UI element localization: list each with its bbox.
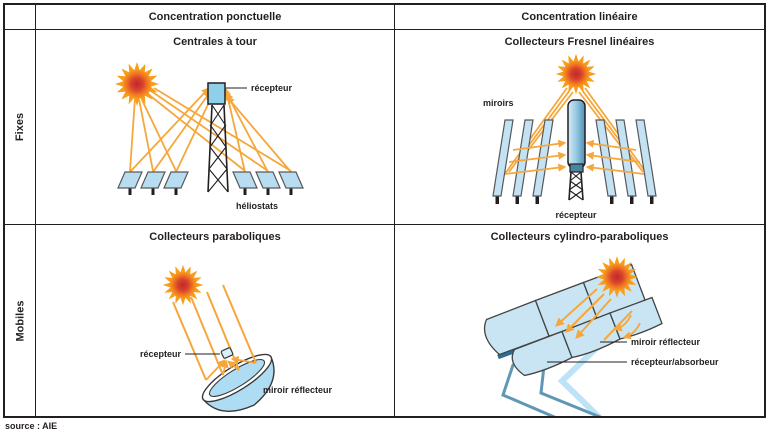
row-header-label: Fixes bbox=[13, 112, 26, 142]
parabolic-dish bbox=[201, 353, 275, 412]
cell-title: Collecteurs cylindro-paraboliques bbox=[490, 231, 669, 243]
receiver-box bbox=[207, 82, 226, 105]
receiver-label: récepteur bbox=[140, 349, 182, 359]
source-caption: source : AIE bbox=[5, 421, 58, 431]
sun-icon bbox=[596, 256, 638, 298]
sun-icon bbox=[162, 264, 204, 306]
reflected-rays bbox=[504, 139, 645, 175]
column-header-lineaire: Concentration linéaire bbox=[395, 5, 764, 29]
cell-centrales-a-tour: Centrales à tour bbox=[36, 30, 394, 224]
parabolic-dish-diagram: récepteur miroir réflecteur bbox=[140, 264, 333, 412]
receiver-label: récepteur bbox=[555, 210, 597, 220]
receiver-label: récepteur bbox=[251, 83, 293, 93]
reflected-rays bbox=[129, 87, 292, 173]
heliostats bbox=[117, 171, 304, 196]
divider-rowheader bbox=[35, 5, 36, 416]
column-header-label: Concentration ponctuelle bbox=[148, 11, 282, 23]
fresnel-diagram: miroirs récepteur bbox=[483, 53, 657, 220]
receiver-label: récepteur/absorbeur bbox=[631, 357, 719, 367]
sun-rays bbox=[554, 288, 612, 340]
divider-rows bbox=[5, 224, 764, 225]
cell-title: Centrales à tour bbox=[173, 36, 257, 48]
mirrors-label: miroirs bbox=[483, 98, 514, 108]
cell-cylindro-paraboliques: Collecteurs cylindro-paraboliques bbox=[395, 225, 764, 416]
sun-icon bbox=[555, 53, 597, 95]
column-header-label: Concentration linéaire bbox=[521, 11, 638, 23]
mirror-label: miroir réflecteur bbox=[263, 385, 333, 395]
reflected-rays bbox=[603, 310, 641, 341]
trough-diagram: miroir réflecteur récepteur/absorbeur bbox=[483, 256, 719, 416]
receiver-column bbox=[567, 99, 586, 201]
tower-diagram: récepteur héliostats bbox=[115, 62, 304, 211]
column-header-ponctuelle: Concentration ponctuelle bbox=[36, 5, 394, 29]
tower-structure bbox=[207, 104, 229, 193]
cell-fresnel: Collecteurs Fresnel linéaires bbox=[395, 30, 764, 224]
cell-title: Collecteurs Fresnel linéaires bbox=[504, 36, 655, 48]
divider-columns bbox=[394, 5, 395, 416]
cell-paraboliques: Collecteurs paraboliques bbox=[36, 225, 394, 416]
row-header-fixes: Fixes bbox=[5, 30, 35, 224]
reflected-rays bbox=[205, 355, 257, 381]
heliostats-label: héliostats bbox=[236, 201, 278, 211]
concentration-types-table: Concentration ponctuelle Concentration l… bbox=[3, 3, 766, 418]
cell-title: Collecteurs paraboliques bbox=[149, 231, 281, 243]
sun-icon bbox=[115, 62, 159, 106]
mirror-label: miroir réflecteur bbox=[631, 337, 701, 347]
sun-rays bbox=[129, 87, 292, 172]
row-header-mobiles: Mobiles bbox=[5, 225, 35, 416]
divider-header-row bbox=[5, 29, 764, 30]
receiver-box bbox=[220, 347, 234, 359]
mirror-panels-front bbox=[511, 296, 663, 377]
row-header-label: Mobiles bbox=[14, 300, 27, 341]
